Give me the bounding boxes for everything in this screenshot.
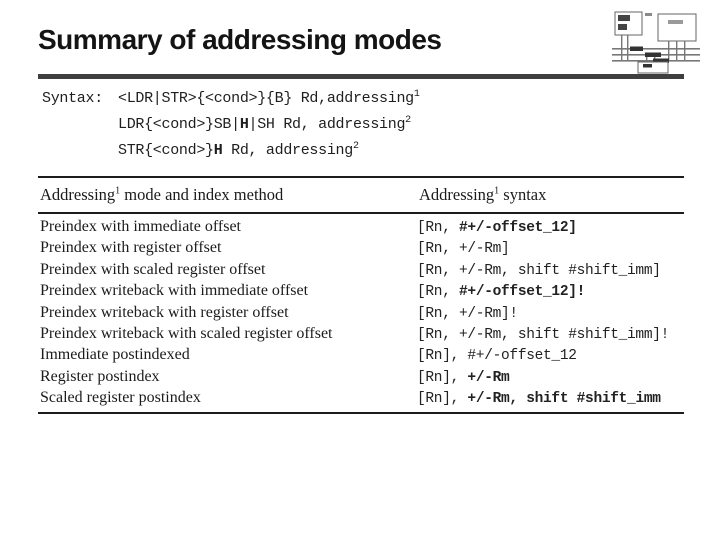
syntax-line-2: LDR{<cond>}SB|H|SH Rd, addressing2 xyxy=(118,115,411,134)
cell-mode: Preindex with immediate offset xyxy=(40,218,241,235)
table-row-3: Preindex with scaled register offset [Rn,… xyxy=(38,259,684,280)
cell-syntax: [Rn], #+/-offset_12 xyxy=(417,348,577,365)
column-header-syntax: Addressing1 syntax xyxy=(419,185,547,204)
cell-mode: Preindex writeback with immediate offset xyxy=(40,282,309,300)
cell-syntax: [Rn, +/-Rm] xyxy=(417,241,510,258)
cell-mode: Preindex writeback with register offset xyxy=(40,303,289,321)
cell-mode: Preindex writeback with scaled register … xyxy=(40,324,333,342)
syntax-label: Syntax: xyxy=(42,90,103,107)
cell-mode: Preindex with scaled register offset xyxy=(40,260,266,278)
system-architecture-diagram-icon xyxy=(612,11,700,74)
syntax-line-1: <LDR|STR>{<cond>}{B} Rd,addressing1 xyxy=(118,89,420,108)
cell-syntax: [Rn, +/-Rm]! xyxy=(417,305,518,322)
table-row-6: Preindex writeback with scaled register … xyxy=(38,323,684,344)
page-title: Summary of addressing modes xyxy=(38,24,442,55)
title-underline xyxy=(38,74,684,79)
cell-mode: Preindex with register offset xyxy=(40,239,222,257)
cell-syntax: [Rn, +/-Rm, shift #shift_imm]! xyxy=(417,326,670,343)
cell-syntax: [Rn, #+/-offset_12]! xyxy=(417,284,586,301)
cell-mode: Register postindex xyxy=(40,367,160,385)
table-row-8: Register postindex [Rn], +/-Rm xyxy=(38,366,684,387)
addressing-modes-table: Addressing1 mode and index method Address… xyxy=(38,176,684,414)
syntax-line-3: STR{<cond>}H Rd, addressing2 xyxy=(118,141,359,160)
table-row-1: Preindex with immediate offset [Rn, #+/-o… xyxy=(38,216,684,237)
cell-syntax: [Rn, #+/-offset_12] xyxy=(417,220,577,236)
syntax-block: Syntax: <LDR|STR>{<cond>}{B} Rd,addressi… xyxy=(42,86,420,164)
table-row-2: Preindex with register offset [Rn, +/-Rm] xyxy=(38,237,684,258)
cell-syntax: [Rn, +/-Rm, shift #shift_imm] xyxy=(417,262,661,279)
cell-syntax: [Rn], +/-Rm, shift #shift_imm xyxy=(417,391,661,408)
table-body: Preindex with immediate offset [Rn, #+/-o… xyxy=(38,214,684,414)
cell-mode: Scaled register postindex xyxy=(40,389,201,407)
table-row-7: Immediate postindexed [Rn], #+/-offset_12 xyxy=(38,344,684,365)
table-row-5: Preindex writeback with register offset [… xyxy=(38,302,684,323)
cell-syntax: [Rn], +/-Rm xyxy=(417,369,510,386)
cell-mode: Immediate postindexed xyxy=(40,346,190,364)
table-header-row: Addressing1 mode and index method Address… xyxy=(38,178,684,214)
column-header-mode: Addressing1 mode and index method xyxy=(40,185,284,204)
table-row-4: Preindex writeback with immediate offset… xyxy=(38,280,684,301)
table-row-9: Scaled register postindex [Rn], +/-Rm, sh… xyxy=(38,387,684,408)
